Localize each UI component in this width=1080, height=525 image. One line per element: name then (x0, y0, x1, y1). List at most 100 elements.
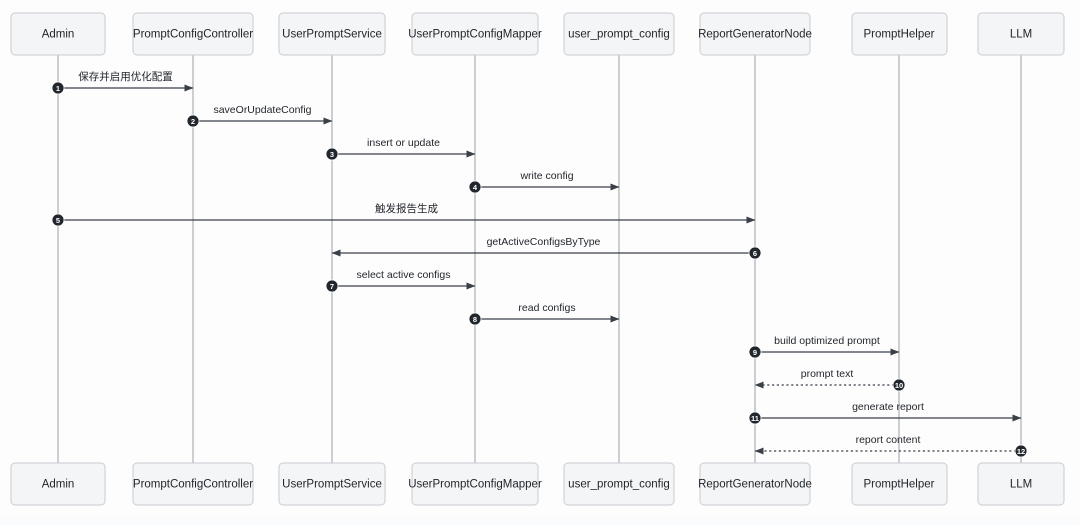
sequence-badge-circle (748, 246, 762, 260)
participant-box (563, 462, 675, 506)
sequence-badge-12: 12 (1014, 444, 1028, 458)
message-9: build optimized prompt (755, 335, 900, 356)
bottom-strip (0, 517, 1080, 525)
sequence-badge-circle (1014, 444, 1028, 458)
participants-top-layer: Admin PromptConfigController UserPromptSer… (10, 12, 1065, 56)
sequence-badge-number: 10 (895, 381, 903, 390)
participant-box (278, 12, 386, 56)
sequence-badge-circle (51, 81, 65, 95)
sequence-badge-5: 5 (51, 213, 65, 227)
participant-box (132, 12, 254, 56)
participant-label: PromptHelper (864, 29, 935, 41)
message-label: build optimized prompt (774, 335, 880, 347)
sequence-badge-10: 10 (892, 378, 906, 392)
message-label: generate report (852, 401, 924, 413)
message-label: getActiveConfigsByType (487, 236, 601, 248)
participant-promptConfigController-bottom[interactable]: PromptConfigController (132, 462, 254, 506)
sequence-badge-circle (325, 279, 339, 293)
sequence-badge-11: 11 (748, 411, 762, 425)
participant-promptConfigController-top[interactable]: PromptConfigController (132, 12, 254, 56)
participant-userPromptConfigMapper-bottom[interactable]: UserPromptConfigMapper (408, 462, 542, 506)
participant-box (10, 12, 106, 56)
message-8: read configs (475, 302, 620, 323)
participant-label: LLM (1010, 29, 1032, 41)
participant-userPromptService-top[interactable]: UserPromptService (278, 12, 386, 56)
message-label: prompt text (801, 368, 854, 380)
participants-bottom-layer: Admin PromptConfigController UserPromptSer… (10, 462, 1065, 506)
participant-reportGeneratorNode-top[interactable]: ReportGeneratorNode (698, 12, 812, 56)
sequence-badge-circle (186, 114, 200, 128)
participant-userPromptConfigMapper-top[interactable]: UserPromptConfigMapper (408, 12, 542, 56)
participant-box (10, 462, 106, 506)
sequence-badge-number: 6 (753, 249, 757, 258)
sequence-badge-circle (468, 180, 482, 194)
participant-box (411, 12, 539, 56)
message-2: saveOrUpdateConfig (193, 104, 333, 125)
participant-userPromptService-bottom[interactable]: UserPromptService (278, 462, 386, 506)
participant-promptHelper-top[interactable]: PromptHelper (851, 12, 948, 56)
message-label: write config (519, 170, 573, 182)
participant-label: Admin (42, 29, 75, 41)
participant-reportGeneratorNode-bottom[interactable]: ReportGeneratorNode (698, 462, 812, 506)
sequence-badge-circle (468, 312, 482, 326)
participant-label: UserPromptService (282, 29, 382, 41)
sequence-badge-circle (51, 213, 65, 227)
participant-label: Admin (42, 479, 75, 491)
message-label: insert or update (367, 137, 440, 149)
participant-userPromptConfigTable-top[interactable]: user_prompt_config (563, 12, 675, 56)
sequence-badge-2: 2 (186, 114, 200, 128)
participant-box (278, 462, 386, 506)
message-label: report content (856, 434, 921, 446)
sequence-badge-number: 11 (751, 414, 759, 423)
sequence-badge-3: 3 (325, 147, 339, 161)
participant-admin-top[interactable]: Admin (10, 12, 106, 56)
participant-box (851, 12, 948, 56)
participant-label: UserPromptConfigMapper (408, 29, 542, 41)
participant-label: PromptConfigController (133, 479, 253, 491)
message-10: prompt text (754, 368, 899, 389)
sequence-badge-number: 2 (191, 117, 195, 126)
participant-label: UserPromptService (282, 479, 382, 491)
message-4: write config (475, 170, 620, 191)
participant-label: LLM (1010, 479, 1032, 491)
message-11: generate report (755, 401, 1022, 422)
message-1: 保存并启用优化配置 (58, 70, 194, 92)
participant-userPromptConfigTable-bottom[interactable]: user_prompt_config (563, 462, 675, 506)
sequence-badge-number: 4 (473, 183, 478, 192)
sequence-badge-number: 3 (330, 150, 334, 159)
participant-label: UserPromptConfigMapper (408, 479, 542, 491)
participant-llm-bottom[interactable]: LLM (977, 462, 1065, 506)
message-12: report content (754, 434, 1021, 455)
sequence-badge-number: 5 (56, 216, 60, 225)
participant-label: user_prompt_config (568, 479, 670, 491)
participant-box (699, 462, 811, 506)
participant-promptHelper-bottom[interactable]: PromptHelper (851, 462, 948, 506)
sequence-badge-number: 8 (473, 315, 477, 324)
message-label: 保存并启用优化配置 (78, 70, 173, 83)
participant-label: user_prompt_config (568, 29, 670, 41)
sequence-badge-circle (892, 378, 906, 392)
participant-label: ReportGeneratorNode (698, 479, 812, 491)
participant-box (563, 12, 675, 56)
participant-admin-bottom[interactable]: Admin (10, 462, 106, 506)
sequence-badge-1: 1 (51, 81, 65, 95)
message-label: saveOrUpdateConfig (213, 104, 311, 116)
sequence-badge-number: 9 (753, 348, 757, 357)
participant-box (977, 12, 1065, 56)
participant-box (411, 462, 539, 506)
participant-label: ReportGeneratorNode (698, 29, 812, 41)
message-label: read configs (518, 302, 575, 314)
message-label: 触发报告生成 (375, 202, 438, 215)
message-7: select active configs (332, 269, 476, 290)
participant-box (132, 462, 254, 506)
message-5: 触发报告生成 (58, 202, 756, 224)
sequence-badge-9: 9 (748, 345, 762, 359)
sequence-badge-circle (748, 345, 762, 359)
participant-label: PromptConfigController (133, 29, 253, 41)
participant-llm-top[interactable]: LLM (977, 12, 1065, 56)
message-3: insert or update (332, 137, 476, 158)
sequence-badge-6: 6 (748, 246, 762, 260)
participant-label: PromptHelper (864, 479, 935, 491)
